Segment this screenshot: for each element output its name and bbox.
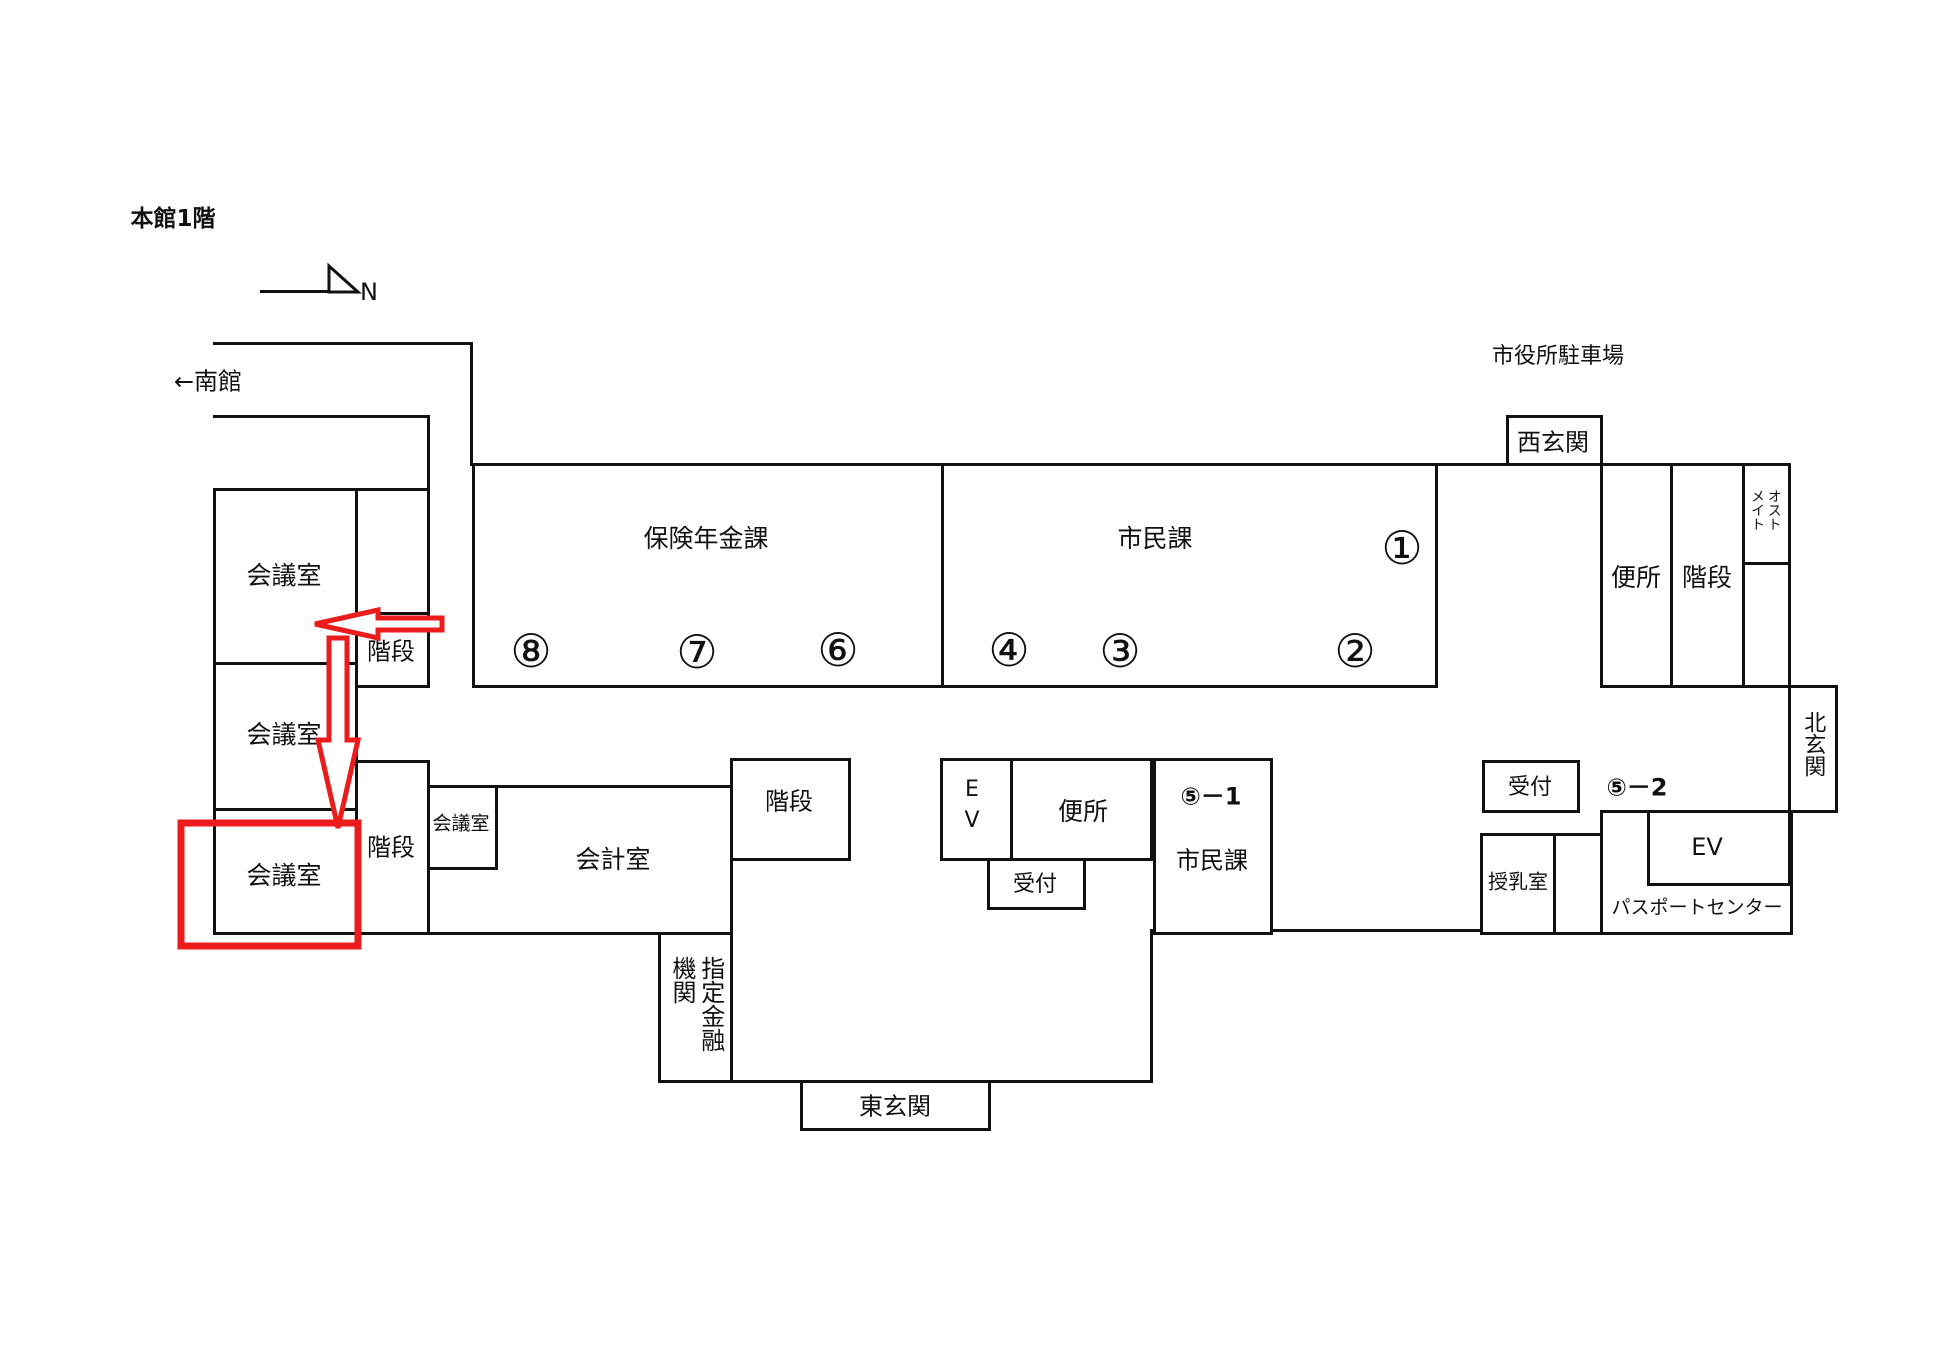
room-label-insurance-pension: 保険年金課 [643,524,769,553]
room-designated-bank [658,932,733,1083]
entrance-label-east: 東玄関 [859,1092,931,1121]
room-label-passport: パスポートセンター [1611,896,1783,919]
room-label-ev-right: EV [1691,833,1723,861]
window-number-3: ③ [1099,624,1141,678]
counter-label-5-1: ⑤－1 [1180,782,1242,811]
north-label: N [360,278,378,306]
window-number-2: ② [1334,624,1376,678]
room-counter-5-1 [1153,758,1273,935]
wall-corridor-bottom [213,415,430,418]
wall-corridor-connector [427,415,430,491]
room-ev-right [1647,810,1791,886]
parking-note: 市役所駐車場 [1491,344,1625,369]
room-ostomate-below [1742,562,1791,688]
wall-top-gap [1435,463,1509,466]
room-empty-narrow [1553,833,1603,935]
room-label-reception-right: 受付 [1507,775,1553,800]
room-reception-center [987,858,1086,910]
room-label-stairs-right: 階段 [1681,563,1733,592]
room-label-ev-center: E V [964,775,979,837]
room-label-stairs-b: 階段 [367,833,415,862]
room-label-meeting2: 会議室 [246,720,322,749]
window-number-4: ④ [988,623,1030,677]
room-label-toilet-center: 便所 [1057,797,1109,826]
room-east-entrance [800,1080,991,1131]
counter-label-5-2: ⑤－2 [1606,773,1668,802]
wall-bottom-right [1270,929,1482,932]
room-north-entrance [1788,685,1838,813]
room-label-stairs-c: 階段 [765,787,813,816]
wall-office-divider [941,463,944,688]
window-number-1: ① [1381,521,1423,575]
window-number-8: ⑧ [510,624,552,678]
north-arrow-icon [327,262,362,294]
room-reception-right [1482,760,1580,813]
wall-ev-toilet-divider [1010,758,1013,861]
entrance-label-north: 北玄関 [1800,711,1826,777]
entrance-label-west: 西玄関 [1517,428,1589,457]
north-arrow-line [260,290,330,293]
ev-center-line2: V [964,808,980,833]
room-label-stairs-a: 階段 [367,637,415,666]
wall-corridor-top [213,342,473,345]
room-label-accounting: 会計室 [575,845,651,874]
south-wing-note: ←南館 [173,367,243,396]
room-label-meeting3: 会議室 [246,861,322,890]
room-stairs-c [730,758,851,861]
ev-center-line1: E [965,777,979,803]
room-label-meeting-small: 会議室 [432,812,490,835]
window-number-7: ⑦ [676,625,718,679]
page-title: 本館1階 [130,206,216,232]
room-label-nursing: 授乳室 [1488,869,1548,894]
room-label-reception-center: 受付 [1012,872,1058,897]
room-label-toilet-right: 便所 [1610,563,1662,592]
room-meeting-small [427,785,498,870]
room-label-meeting1: 会議室 [246,561,322,590]
room-label-ostomate: オストメイト [1749,489,1782,531]
wall-main-left [470,342,473,466]
room-west-entrance [1506,415,1603,466]
window-number-6: ⑥ [817,623,859,677]
room-label-citizens-main: 市民課 [1117,524,1193,553]
counter-label-5-1-dept: 市民課 [1176,846,1248,875]
room-label-designated-bank: 指定金融機関 [668,956,725,1052]
wall-bottom-step [1150,929,1153,1083]
room-office-block [472,463,1438,688]
room-empty-column [355,488,430,615]
